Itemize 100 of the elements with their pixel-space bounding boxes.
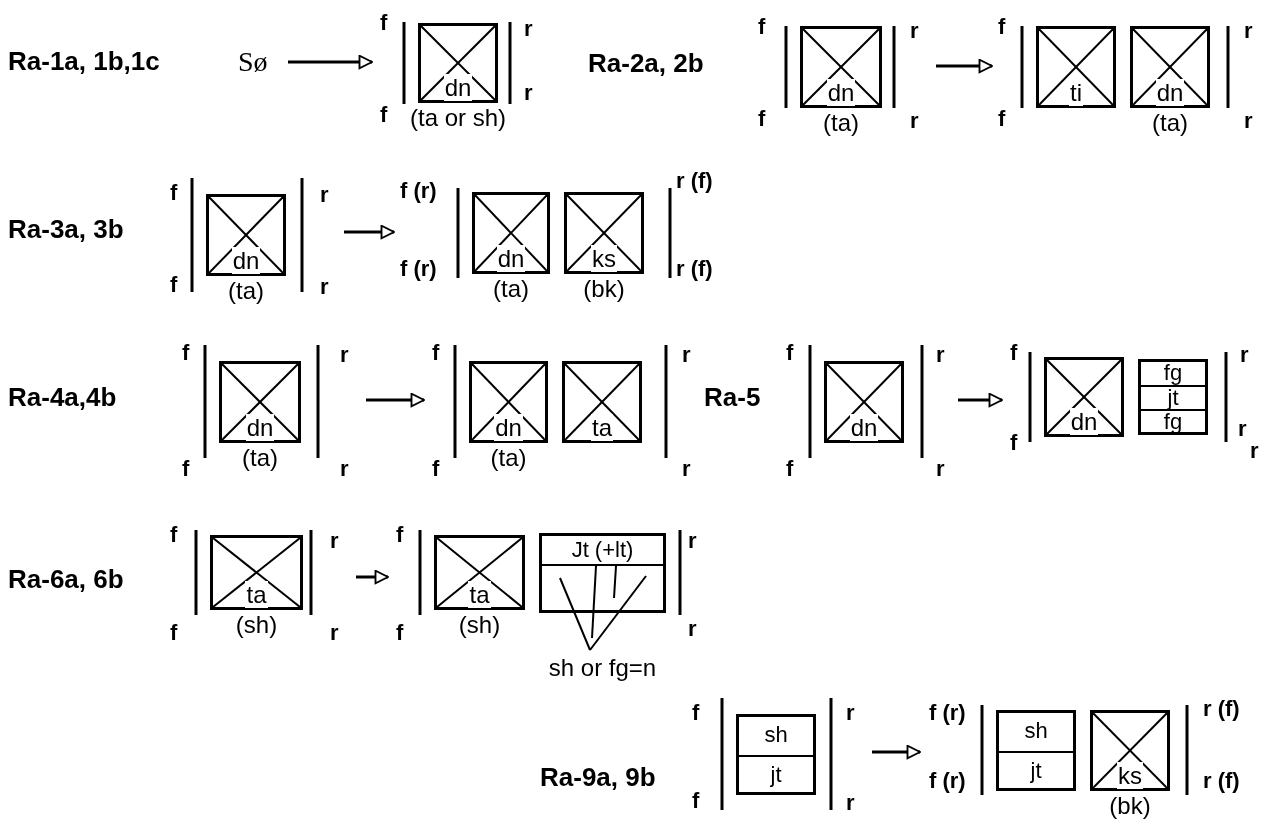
crossed-box (562, 361, 642, 443)
corner-letter: r (682, 458, 691, 480)
corner-letter: r (340, 458, 349, 480)
crossed-box (434, 535, 525, 610)
crossed-box (564, 192, 644, 274)
double-arrow (356, 569, 389, 585)
corner-letter: f (1010, 432, 1018, 454)
box-label: dn (231, 247, 261, 274)
corner-letter: r (f) (676, 170, 713, 192)
crossed-box (1044, 357, 1124, 437)
box-label: dn (245, 414, 275, 441)
caption-text: (ta) (242, 445, 278, 471)
corner-letter: f (758, 108, 766, 130)
corner-letter: r (688, 530, 697, 552)
crossed-box (800, 26, 882, 108)
corner-letter: r (936, 458, 945, 480)
caption-text: (ta) (228, 278, 264, 304)
cell-text: fg (1162, 362, 1184, 386)
cell-text: sh (1023, 717, 1049, 745)
box-label: ta (591, 414, 613, 441)
corner-letter: f (396, 524, 404, 546)
cell-text: jt (999, 750, 1073, 788)
caption-text: (sh) (458, 612, 501, 638)
box-label: dn (826, 79, 856, 106)
corner-letter: f (396, 622, 404, 644)
crossed-box (469, 361, 548, 443)
headed-box (539, 533, 666, 613)
corner-letter: f (998, 108, 1006, 130)
corner-letter: f (170, 622, 178, 644)
double-arrow (958, 392, 1003, 408)
box-label: ks (1117, 762, 1143, 789)
corner-letter: r (320, 184, 329, 206)
corner-letter: r (524, 18, 533, 40)
crossed-box (1130, 26, 1210, 108)
corner-letter: f (380, 104, 388, 126)
rule-label: Ra-2a, 2b (588, 48, 704, 78)
corner-letter: r (524, 82, 533, 104)
box-label: dn (849, 414, 879, 441)
corner-letter: r (f) (676, 258, 713, 280)
double-arrow (344, 224, 395, 240)
caption-text: (ta) (823, 110, 859, 136)
corner-letter: f (182, 342, 190, 364)
corner-letter: r (320, 276, 329, 298)
double-arrow (366, 392, 425, 408)
divided-box (1138, 359, 1208, 435)
box-label: ta (468, 581, 491, 608)
corner-letter: f (r) (929, 770, 966, 792)
header-text: Jt (+lt) (542, 536, 663, 566)
box-label: dn (443, 74, 473, 101)
corner-letter: f (786, 342, 794, 364)
corner-letter: f (r) (929, 702, 966, 724)
corner-letter: f (170, 524, 178, 546)
caption-text: sh or fg=n (548, 655, 657, 681)
corner-letter: r (330, 622, 339, 644)
corner-letter: f (r) (400, 258, 437, 280)
caption-text: (bk) (1109, 793, 1151, 819)
crossed-box (210, 535, 303, 610)
corner-letter: f (182, 458, 190, 480)
box-label: ta (245, 581, 268, 608)
corner-letter: r (1238, 418, 1247, 440)
double-arrow (936, 58, 993, 74)
corner-letter: f (r) (400, 180, 437, 202)
corner-letter: r (910, 20, 919, 42)
box-label: dn (1155, 79, 1185, 106)
caption-text: (ta) (1152, 110, 1188, 136)
box-label: dn (1069, 408, 1099, 435)
crossed-box (1036, 26, 1116, 108)
symbol-text: Sø (238, 44, 284, 80)
box-label: ks (591, 245, 617, 272)
crossed-box (219, 361, 301, 443)
cell-text: jt (739, 754, 813, 792)
corner-letter: f (998, 16, 1006, 38)
crossed-box (824, 361, 904, 443)
corner-letter: f (692, 790, 700, 812)
corner-letter: f (692, 702, 700, 724)
crossed-box (418, 23, 498, 103)
divided-box (736, 714, 816, 795)
cell-text: jt (1141, 385, 1205, 409)
crossed-box (472, 192, 550, 274)
box-label: dn (496, 245, 526, 272)
crossed-box (206, 194, 286, 276)
corner-letter: r (936, 344, 945, 366)
corner-letter: r (682, 344, 691, 366)
rule-label: Ra-3a, 3b (8, 214, 124, 244)
corner-letter: f (758, 16, 766, 38)
rule-label: Ra-1a, 1b,1c (8, 46, 160, 76)
corner-letter: r (688, 618, 697, 640)
rule-label: Ra-5 (704, 382, 761, 412)
corner-letter: r (910, 110, 919, 132)
corner-letter: f (170, 274, 178, 296)
corner-letter: f (380, 12, 388, 34)
double-arrow (288, 54, 373, 70)
corner-letter: f (1010, 342, 1018, 364)
caption-text: (ta) (490, 445, 527, 471)
divided-box (996, 710, 1076, 791)
corner-letter: r (1244, 110, 1253, 132)
crossed-box (1090, 710, 1170, 791)
rule-label: Ra-4a,4b (8, 382, 117, 412)
corner-letter: f (432, 458, 440, 480)
corner-letter: r (330, 530, 339, 552)
